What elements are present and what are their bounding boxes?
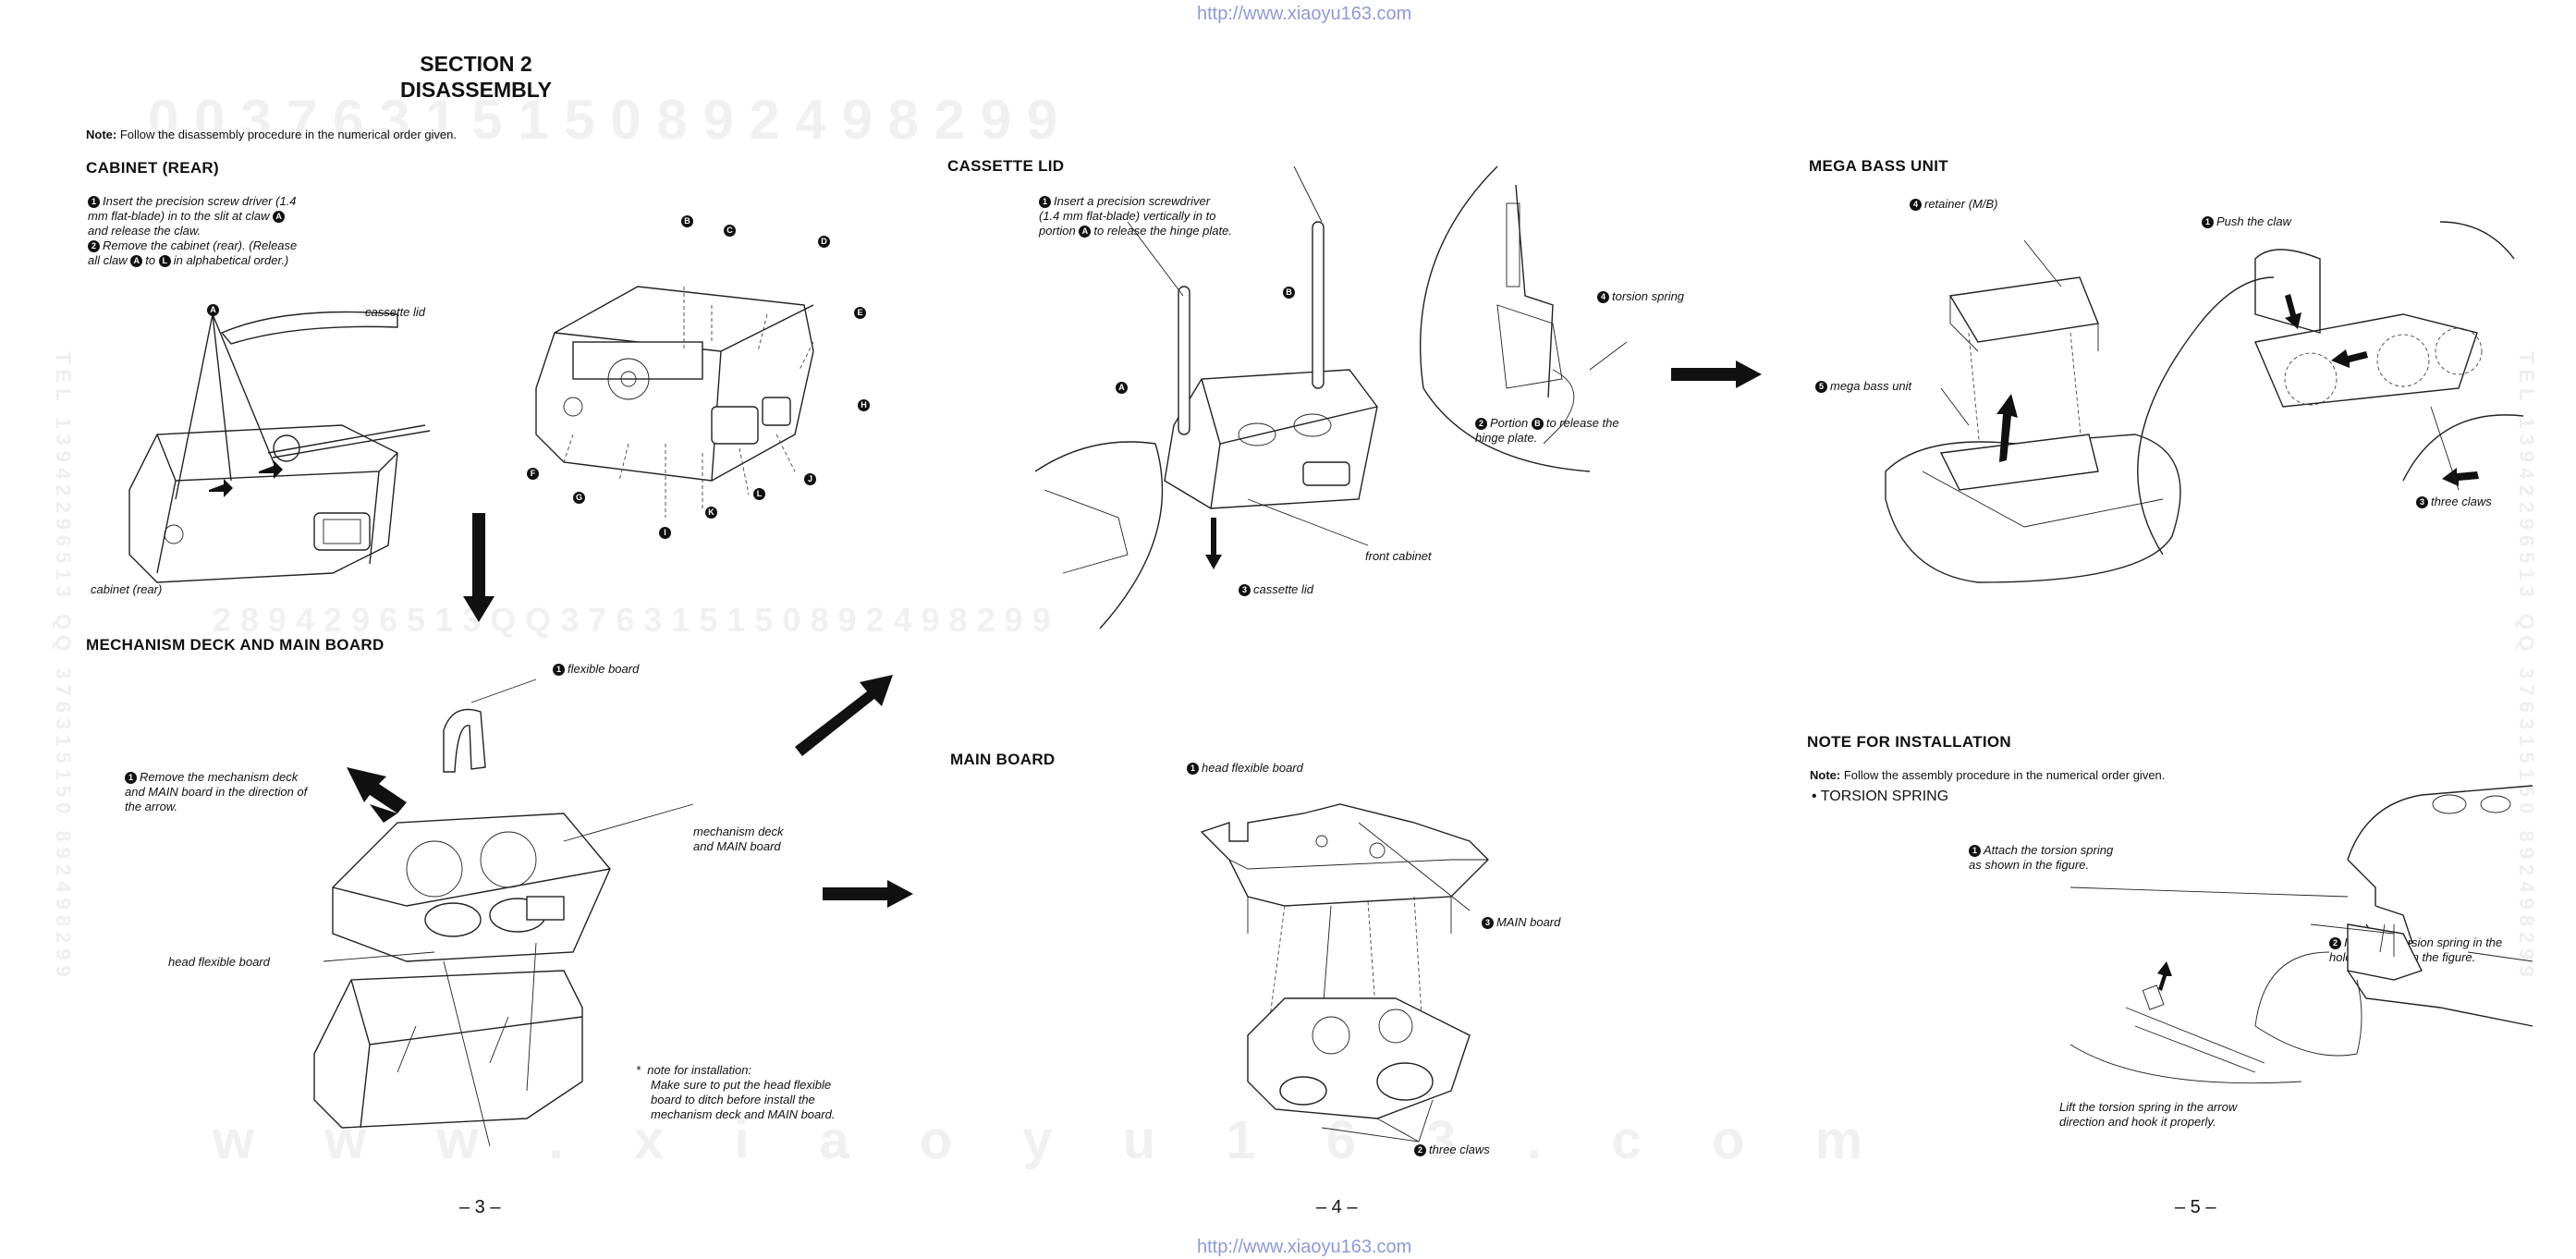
- flow-arrow-right-1: [823, 880, 913, 908]
- portion-a-callout: A: [1116, 382, 1128, 394]
- footer-url[interactable]: http://www.xiaoyu163.com: [1197, 1237, 1412, 1257]
- claw-h: H: [858, 399, 870, 411]
- flow-arrow-right-2: [1671, 361, 1762, 388]
- label-mechanism-deck-main-board: mechanism deck and MAIN board: [693, 825, 784, 853]
- watermark-row-1: 0 0 3 7 6 3 1 5 1 5 0 8 9 2 4 9 8 2 9 9: [148, 89, 1058, 151]
- cabinet-rear-claws-drawing: [535, 286, 814, 518]
- step-number-1: 1: [88, 196, 100, 208]
- claw-g: G: [573, 492, 585, 504]
- label-front-cabinet: front cabinet: [1365, 549, 1432, 563]
- header-url[interactable]: http://www.xiaoyu163.com: [1197, 4, 1412, 24]
- main-board-drawing: [1200, 803, 1489, 1143]
- claw-l: L: [753, 488, 765, 500]
- step-number-2: 2: [88, 240, 100, 252]
- heading-mega-bass-unit: MEGA BASS UNIT: [1809, 157, 1948, 175]
- torsion-spring-drawing: [2069, 785, 2533, 1084]
- heading-cabinet-rear: CABINET (REAR): [86, 159, 219, 177]
- installation-lift-instruction: Lift the torsion spring in the arrow dir…: [2059, 1100, 2238, 1129]
- mech-deck-installation-note: * note for installation: Make sure to pu…: [636, 1063, 836, 1121]
- installation-note: Note: Follow the assembly procedure in t…: [1810, 768, 2166, 782]
- section-name: DISASSEMBLY: [399, 78, 553, 102]
- label-cabinet-rear: cabinet (rear): [91, 582, 163, 596]
- claw-b: B: [681, 215, 693, 227]
- cabinet-rear-drawing: [128, 311, 431, 583]
- section-title: SECTION 2 DISASSEMBLY: [351, 51, 601, 103]
- flow-arrow-down: [463, 513, 494, 622]
- mechanism-deck-drawing: [313, 678, 694, 1147]
- heading-main-board: MAIN BOARD: [950, 751, 1056, 768]
- heading-note-for-installation: NOTE FOR INSTALLATION: [1807, 733, 2011, 751]
- claw-marker-a: A: [130, 255, 143, 267]
- watermark-left-vertical: TEL 13942296513 QQ 376315150 892498299: [52, 351, 75, 983]
- cassette-lid-drawing: [1034, 165, 1628, 630]
- note-label: Note:: [86, 128, 117, 141]
- claw-e: E: [854, 307, 866, 319]
- page-number-4: – 4 –: [1316, 1197, 1358, 1217]
- page-number-5: – 5 –: [2175, 1197, 2216, 1217]
- portion-b-callout: B: [1283, 287, 1295, 299]
- page-number-3: – 3 –: [459, 1197, 501, 1217]
- label-head-flexible-board-left: head flexible board: [168, 955, 270, 969]
- watermark-right-vertical: TEL 13942296513 QQ 376315150 892498299: [2515, 351, 2538, 983]
- claw-k: K: [705, 507, 717, 519]
- claw-j: J: [804, 473, 816, 485]
- callout-claw-a-left: A: [207, 302, 222, 316]
- claw-c: C: [724, 225, 736, 237]
- claw-f: F: [527, 468, 539, 480]
- note-disassembly-order: Note: Follow the disassembly procedure i…: [86, 128, 457, 141]
- watermark-row-2: 2 8 9 4 2 9 6 5 1 3 Q Q 3 7 6 3 1 5 1 5 …: [213, 601, 1051, 639]
- section-number: SECTION 2: [420, 52, 532, 76]
- mega-bass-drawing: [1885, 221, 2524, 583]
- note-text: Follow the disassembly procedure in the …: [116, 128, 458, 141]
- claw-marker-l: L: [158, 255, 171, 267]
- flow-arrow-up-right: [795, 675, 893, 756]
- claw-d: D: [818, 236, 830, 248]
- claw-marker-a: A: [273, 211, 286, 223]
- heading-mechanism-deck: MECHANISM DECK AND MAIN BOARD: [86, 636, 385, 654]
- bullet-torsion-spring: • TORSION SPRING: [1812, 788, 1949, 804]
- label-cassette-lid-rear: cassette lid: [365, 305, 426, 319]
- heading-cassette-lid: CASSETTE LID: [947, 157, 1065, 175]
- claw-i: I: [659, 527, 671, 539]
